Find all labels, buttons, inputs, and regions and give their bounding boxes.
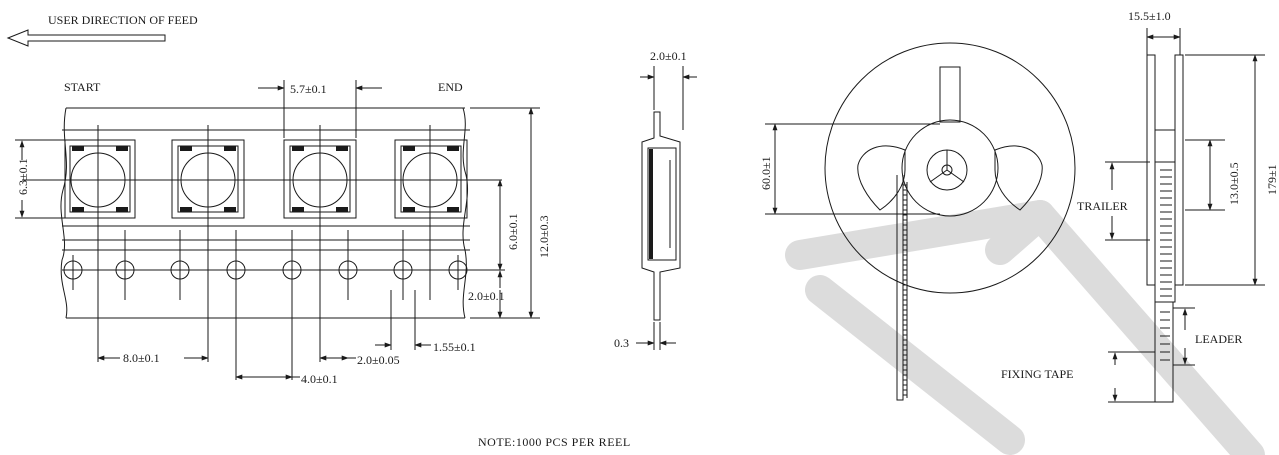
- fixing-tape-label: FIXING TAPE: [1001, 367, 1074, 381]
- dim-15-5-label: 15.5±1.0: [1128, 9, 1171, 23]
- dim-component-pitch: 5.7±0.1: [258, 80, 382, 138]
- dim-hole-edge: 2.0±0.1: [468, 250, 505, 319]
- dim-6-3-label: 6.3±0.1: [16, 158, 30, 195]
- dim-pocket-pitch: 8.0±0.1: [97, 350, 209, 365]
- pocket-1: [64, 139, 136, 219]
- trailer-label: TRAILER: [1077, 199, 1128, 213]
- dim-hole-pitch: 4.0±0.1: [235, 372, 338, 386]
- reel-side-view: 15.5±1.0 13.0±0.5 179±1 TRAILER: [1001, 9, 1279, 403]
- carrier-tape-top-view: START END: [15, 80, 551, 386]
- reel-tape-strip: [896, 175, 908, 401]
- dim-2-0-label: 2.0±0.1: [468, 289, 505, 303]
- dim-1-55-label: 1.55±0.1: [433, 340, 476, 354]
- note-text: NOTE:1000 PCS PER REEL: [478, 435, 631, 449]
- dim-6-0-label: 6.0±0.1: [506, 213, 520, 250]
- dim-8-0-label: 8.0±0.1: [123, 351, 160, 365]
- dim-tape-width: 12.0±0.3: [528, 107, 551, 319]
- dim-row-offset: 6.0±0.1: [462, 179, 520, 271]
- feed-direction: USER DIRECTION OF FEED: [6, 13, 198, 47]
- dim-179-label: 179±1: [1265, 164, 1279, 195]
- tape-side-view: 2.0±0.1 0.3: [614, 49, 697, 350]
- dim-hole-diameter: 1.55±0.1: [375, 340, 476, 354]
- sprocket-holes: [63, 230, 468, 380]
- feed-arrow: [6, 29, 166, 47]
- dim-side-2-0-label: 2.0±0.1: [650, 49, 687, 63]
- dim-12-0-label: 12.0±0.3: [537, 215, 551, 258]
- dim-hole-to-pocket: 2.0±0.05: [319, 353, 400, 367]
- leader-label: LEADER: [1195, 332, 1242, 346]
- end-label: END: [438, 80, 463, 94]
- reel-tape-coils: [1160, 169, 1172, 297]
- start-label: START: [64, 80, 101, 94]
- dim-5-7-label: 5.7±0.1: [290, 82, 327, 96]
- dim-4-0-label: 4.0±0.1: [301, 372, 338, 386]
- dim-2-0-05-label: 2.0±0.05: [357, 353, 400, 367]
- dim-height-left: 6.3±0.1: [15, 139, 65, 219]
- feed-label: USER DIRECTION OF FEED: [48, 13, 198, 27]
- pocket-4: [394, 139, 468, 219]
- reel-front-view: 60.0±1: [759, 42, 1076, 401]
- dim-60-0-label: 60.0±1: [759, 156, 773, 190]
- watermark-logo: [785, 200, 1265, 455]
- dim-13-0-label: 13.0±0.5: [1227, 162, 1241, 205]
- dim-0-3-label: 0.3: [614, 336, 629, 350]
